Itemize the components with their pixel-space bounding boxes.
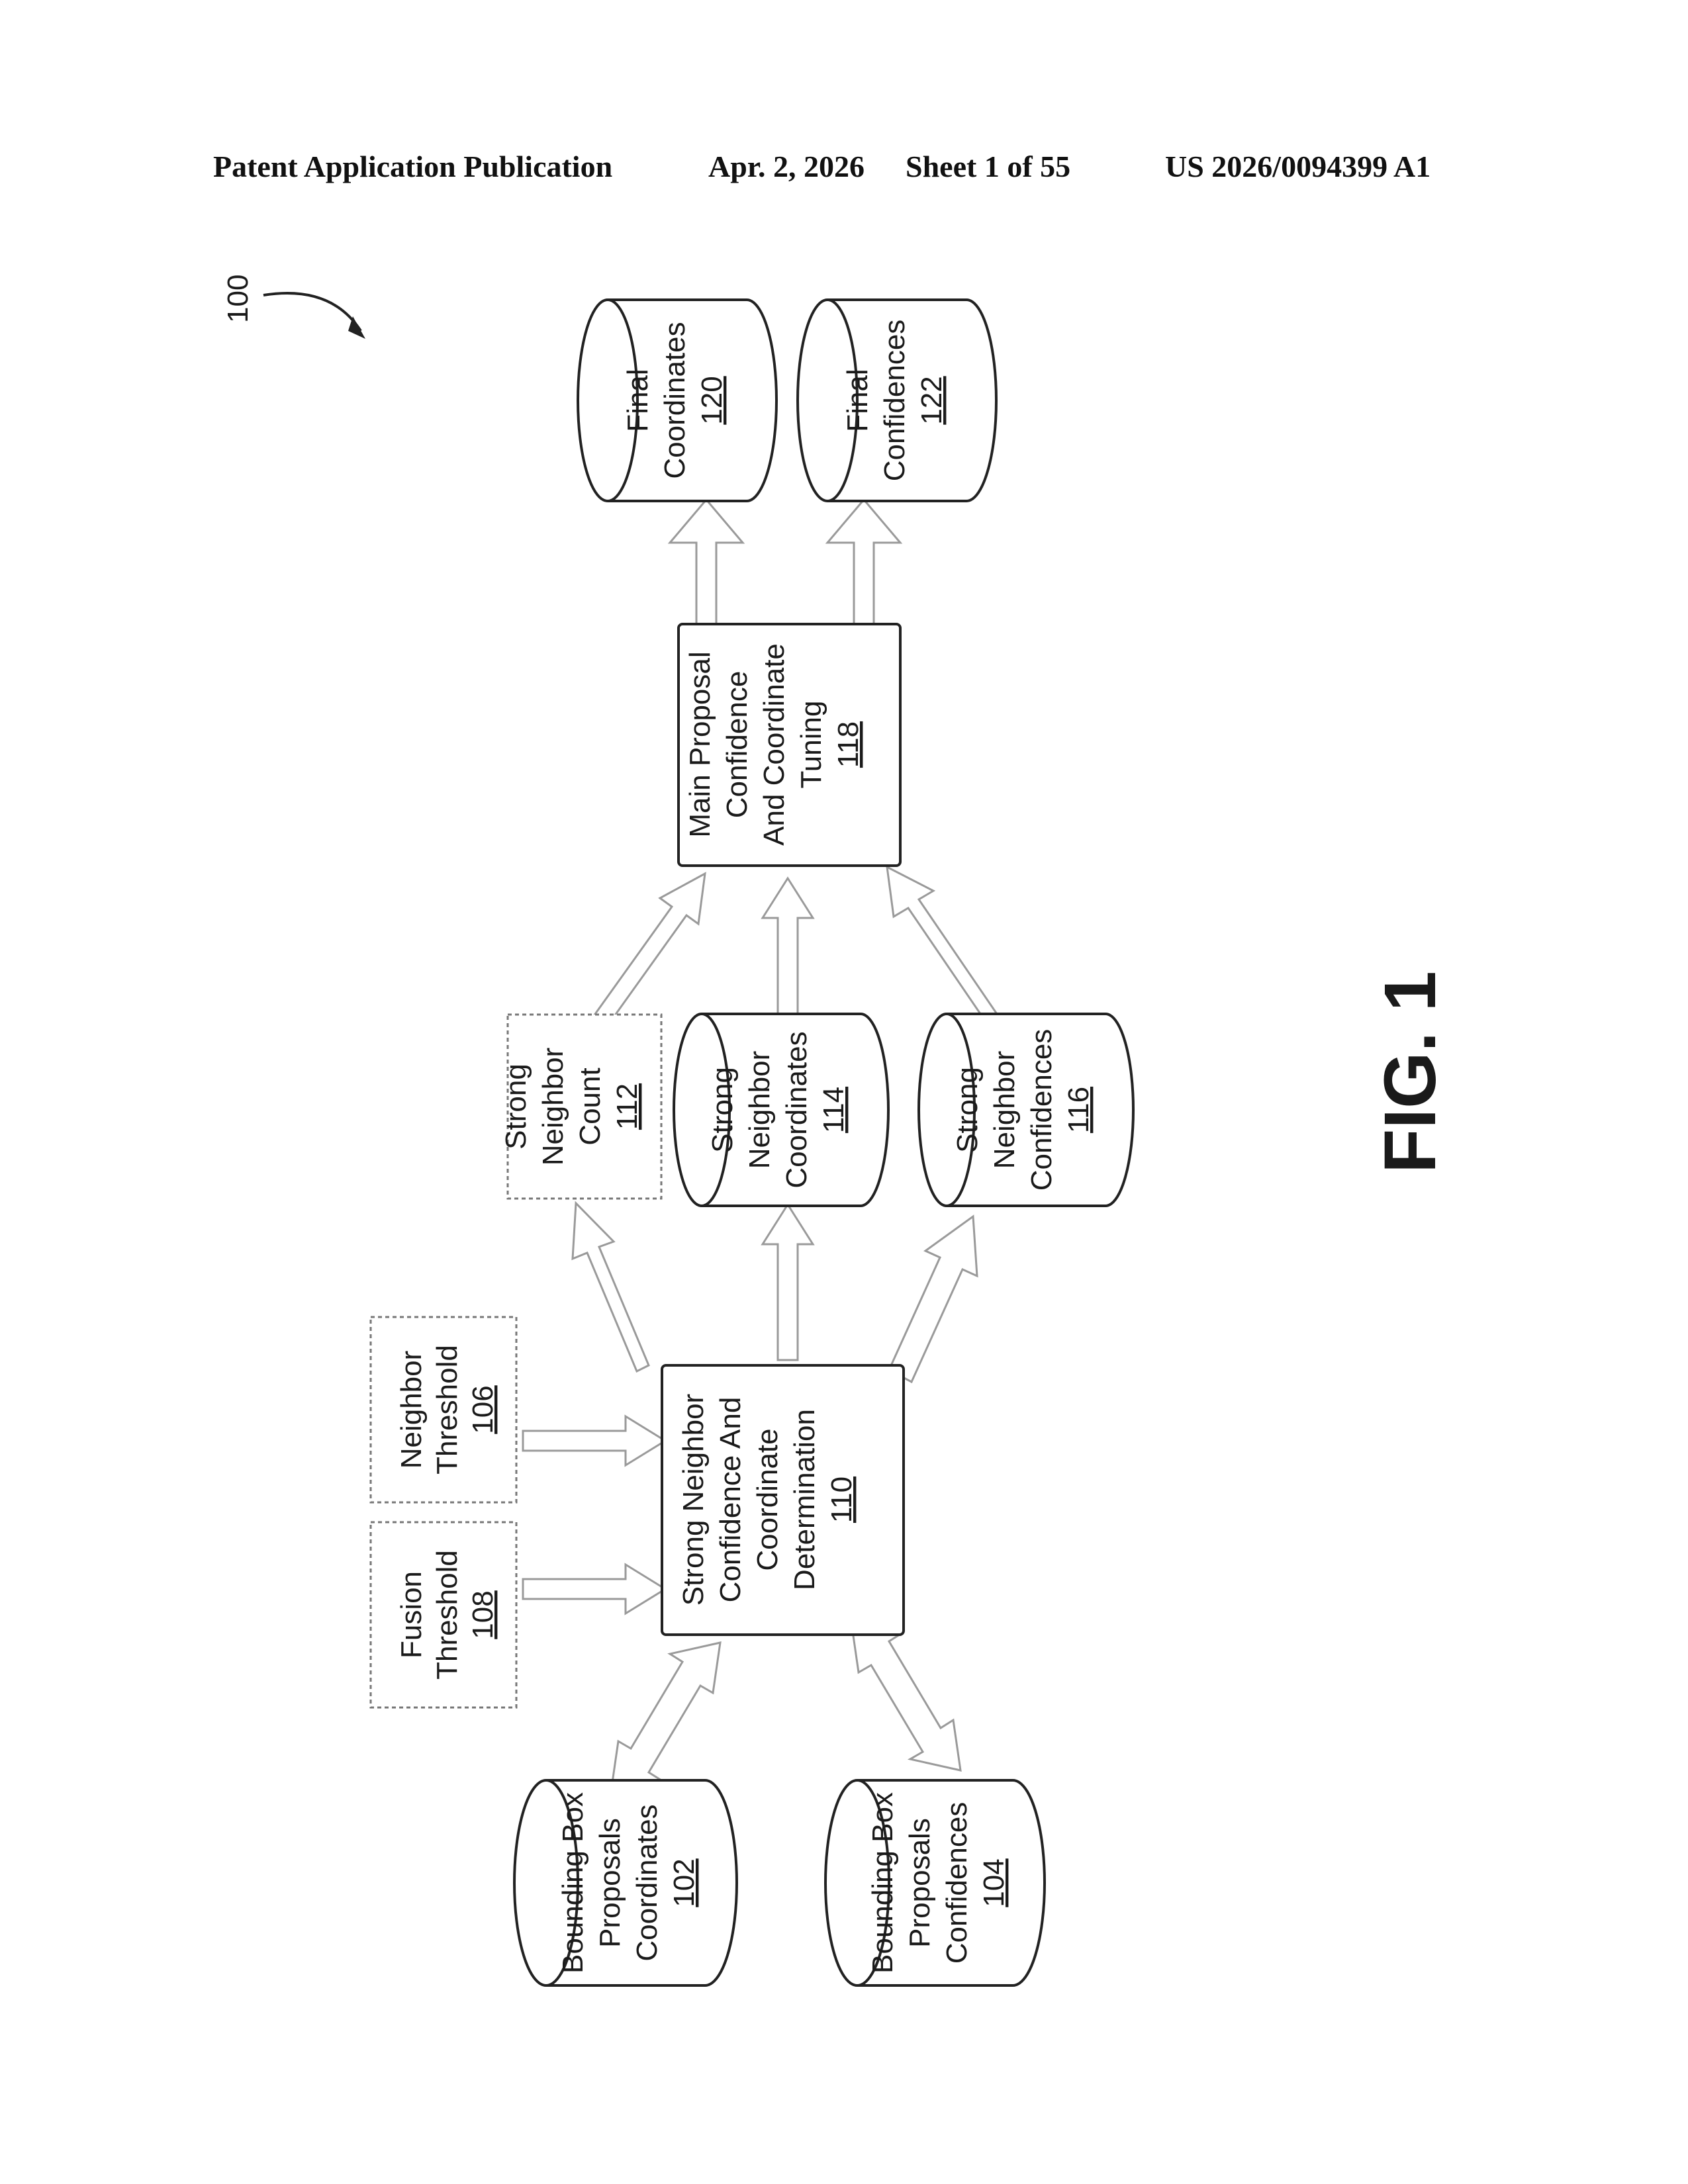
arrow-coords-to-tuning xyxy=(763,878,813,1018)
arrow-confidences-to-tuning xyxy=(887,867,998,1024)
label-line: Coordinates xyxy=(631,1804,663,1961)
label-line: Coordinate xyxy=(751,1428,784,1570)
arrow-tuning-to-final-conf xyxy=(827,500,900,624)
label-line: Main Proposal xyxy=(684,651,716,837)
arrow-fusion-to-determination xyxy=(523,1416,665,1465)
label-ref: 110 xyxy=(825,1477,858,1523)
label-ref: 106 xyxy=(467,1385,499,1433)
label-line: Coordinates xyxy=(780,1031,813,1188)
label-line: Final xyxy=(622,369,654,432)
arrow-determination-to-count xyxy=(573,1203,649,1371)
label-line: Neighbor xyxy=(988,1051,1021,1169)
label-line: Strong xyxy=(500,1064,532,1150)
label-line: Neighbor xyxy=(743,1051,776,1169)
label-ref: 108 xyxy=(467,1590,499,1639)
arrow-neighbor-to-determination xyxy=(523,1565,665,1614)
figure-ref-number: 100 xyxy=(222,275,254,323)
label-line: Confidences xyxy=(941,1802,973,1964)
figure-caption: FIG. 1 xyxy=(1370,971,1451,1173)
label-ref: 120 xyxy=(696,376,728,424)
label-line: Confidence xyxy=(721,671,753,819)
label-ref: 114 xyxy=(818,1087,850,1133)
label-ref: 102 xyxy=(668,1858,700,1907)
arrow-bbox-conf-determination xyxy=(851,1622,961,1770)
label-line: Determination xyxy=(788,1409,821,1590)
label-line: Bounding Box xyxy=(867,1792,899,1974)
label-line: Threshold xyxy=(431,1550,463,1680)
label-line: Proposals xyxy=(904,1818,936,1948)
arrow-bbox-coords-determination xyxy=(611,1643,720,1792)
label-line: Confidences xyxy=(878,320,911,482)
label-ref: 118 xyxy=(832,721,865,768)
label-line: Confidences xyxy=(1025,1029,1058,1191)
label-line: Neighbor xyxy=(537,1048,569,1166)
label-line: And Coordinate xyxy=(758,643,790,846)
label-line: Count xyxy=(574,1068,606,1145)
label-line: Strong Neighbor xyxy=(677,1394,710,1606)
label-line: Final xyxy=(841,369,874,432)
arrow-tuning-to-final-coords xyxy=(670,500,743,624)
label-line: Coordinates xyxy=(659,322,691,478)
label-line: Tuning xyxy=(795,701,827,789)
figure-ref-leader xyxy=(263,293,361,331)
label-ref: 112 xyxy=(611,1083,643,1130)
label-line: Strong xyxy=(951,1067,984,1153)
label-ref: 122 xyxy=(915,376,948,424)
label-line: Fusion xyxy=(395,1571,428,1659)
label-ref: 116 xyxy=(1062,1087,1095,1133)
label-line: Bounding Box xyxy=(557,1792,589,1974)
label-line: Proposals xyxy=(594,1818,626,1948)
label-line: Threshold xyxy=(431,1345,463,1475)
arrow-count-to-tuning xyxy=(594,874,705,1024)
arrow-determination-to-confidences xyxy=(889,1216,977,1382)
label-line: Neighbor xyxy=(395,1351,428,1469)
label-line: Strong xyxy=(706,1067,739,1153)
arrow-determination-to-coords xyxy=(763,1205,813,1360)
label-line: Confidence And xyxy=(714,1397,747,1603)
label-ref: 104 xyxy=(978,1858,1010,1907)
